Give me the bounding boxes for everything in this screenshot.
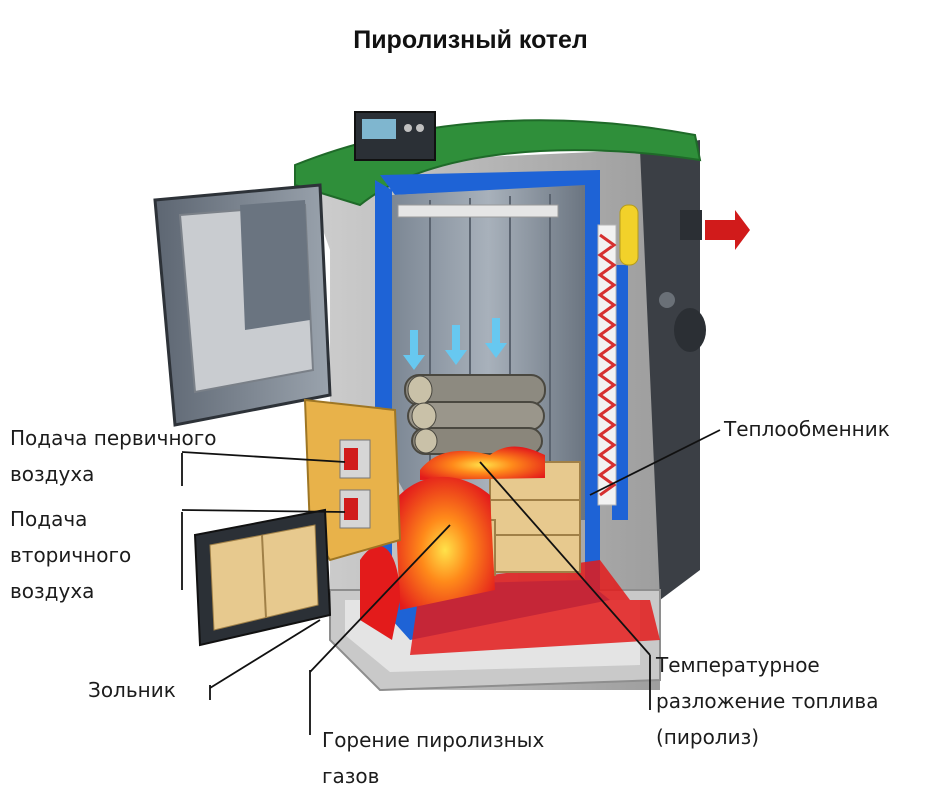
flames [360, 446, 545, 640]
leader-pyrolysis-line [479, 461, 651, 656]
front-panel [303, 398, 402, 562]
label-ash-pan: Зольник [88, 678, 176, 702]
label-heat-exchanger: Теплообменник [724, 417, 890, 441]
exhaust-arrow [705, 210, 750, 250]
label-primary-air: Подача первичного воздуха [10, 426, 217, 486]
leader-secondary-air-line [181, 509, 346, 513]
label-gas-combustion: Горение пиролизных газов [322, 728, 545, 788]
leader-heat-exchanger [589, 429, 721, 496]
label-pyrolysis: Температурное разложение топлива (пироли… [656, 653, 879, 749]
ash-pan-door [193, 508, 332, 647]
exchanger-tubes [597, 204, 639, 506]
airflow-arrows [403, 318, 507, 370]
diagram-title: Пиролизный котел [353, 26, 588, 54]
leader-ash-pan-line [209, 619, 321, 689]
loading-door [153, 183, 332, 427]
flue-outlet [659, 210, 706, 352]
leader-gas-line [309, 524, 451, 673]
label-secondary-air: Подача вторичного воздуха [10, 507, 132, 603]
leader-primary-air-line [181, 451, 346, 463]
leader-lines [181, 429, 721, 735]
control-panel [354, 111, 436, 161]
firewood-logs [404, 374, 546, 455]
